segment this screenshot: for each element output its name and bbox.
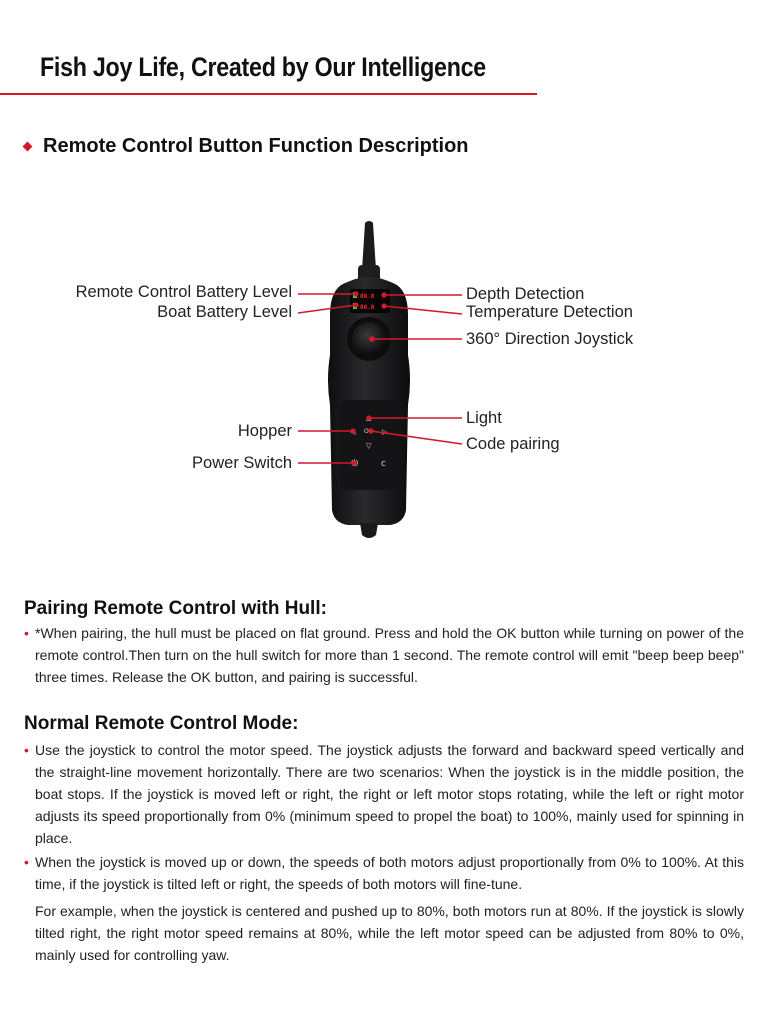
leader-pairing [370,430,463,445]
leader-battery-boat [297,304,357,314]
page-title: Fish Joy Life, Created by Our Intelligen… [40,52,486,82]
section-heading: Remote Control Button Function Descripti… [22,135,469,158]
leader-temperature [383,305,463,315]
example-paragraph: For example, when the joystick is center… [24,900,744,966]
label-remote-battery: Remote Control Battery Level [75,283,292,301]
normal-mode-text-1: Use the joystick to control the motor sp… [35,742,744,846]
normal-mode-paragraph-1: • Use the joystick to control the motor … [24,739,744,849]
bullet-icon: • [24,854,29,870]
label-temperature: Temperature Detection [466,303,633,321]
example-text: For example, when the joystick is center… [35,903,744,963]
label-power-switch: Power Switch [192,454,292,472]
pairing-icon: c [381,459,386,469]
remote-diagram: 88.8 88.8 △ ◁ OK ▷ ▽ ⏻ c [0,205,766,555]
lanyard-loop [360,523,378,538]
normal-mode-heading: Normal Remote Control Mode: [24,713,299,734]
down-arrow-icon: ▽ [366,442,372,450]
pairing-text: *When pairing, the hull must be placed o… [35,625,744,685]
normal-mode-paragraph-2: • When the joystick is moved up or down,… [24,851,744,895]
pairing-heading: Pairing Remote Control with Hull: [24,598,327,619]
label-depth: Depth Detection [466,285,585,303]
title-underline [0,93,537,95]
display-reading-2: 88.8 [360,304,375,311]
bullet-icon: • [24,625,29,641]
pairing-paragraph: • *When pairing, the hull must be placed… [24,622,744,688]
remote-control-illustration: 88.8 88.8 △ ◁ OK ▷ ▽ ⏻ c [297,221,463,538]
bullet-icon: • [24,742,29,758]
right-arrow-icon: ▷ [382,428,388,436]
label-boat-battery: Boat Battery Level [157,303,292,321]
label-light: Light [466,409,502,427]
button-panel [340,400,398,490]
section-title: Remote Control Button Function Descripti… [43,135,469,157]
display-screen [350,289,390,313]
diamond-bullet-icon [22,141,33,152]
label-hopper: Hopper [237,422,292,440]
antenna-icon [358,221,380,283]
normal-mode-text-2: When the joystick is moved up or down, t… [35,854,744,892]
joystick-knob-icon [352,322,386,356]
label-code-pairing: Code pairing [466,435,560,453]
display-reading-1: 88.8 [360,293,375,300]
label-joystick: 360° Direction Joystick [466,330,634,348]
